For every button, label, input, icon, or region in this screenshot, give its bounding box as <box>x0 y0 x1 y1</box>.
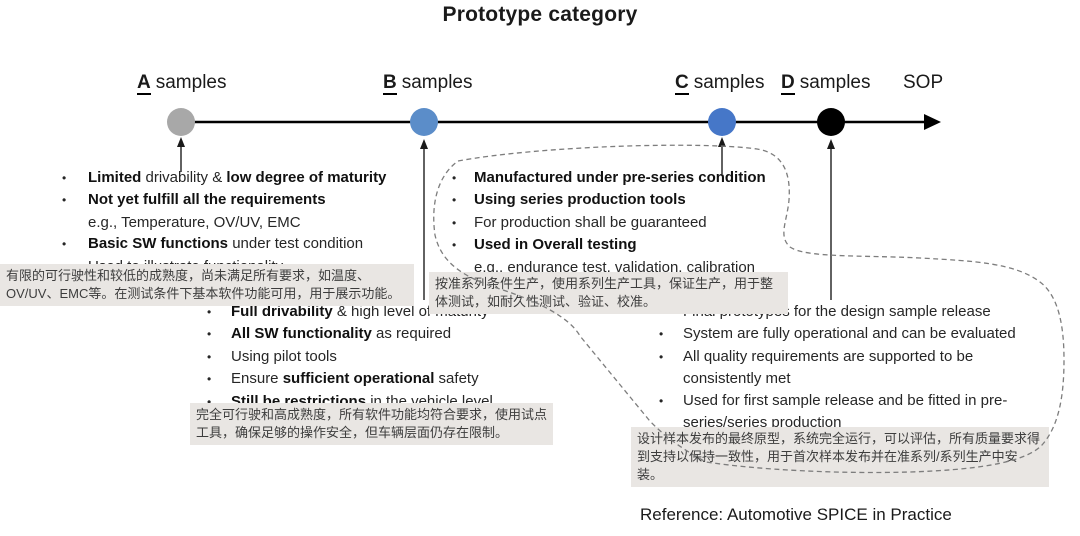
bullet-marker: • <box>62 171 67 185</box>
bullet-marker: • <box>207 394 212 409</box>
bullet-marker: • <box>207 372 212 387</box>
label-a-word: samples <box>155 72 227 93</box>
bullet-text: Manufactured under pre-series condition <box>474 169 766 186</box>
a-samples-bullets: • Limited drivability & low degree of mat… <box>62 167 434 278</box>
a-milestone-dot <box>167 108 195 136</box>
bullet-text: For production shall be guaranteed <box>474 213 707 231</box>
bullet-item: • For production shall be guaranteed <box>452 212 797 234</box>
bullet-item: • System are fully operational and can be… <box>659 323 1054 345</box>
note-b-chinese: 完全可行驶和高成熟度，所有软件功能均符合要求，使用试点工具，确保足够的操作安全，… <box>190 403 553 445</box>
b-pointer-arrowhead-icon <box>420 139 428 149</box>
d-pointer-arrowhead-icon <box>827 139 835 149</box>
bullet-item: • Used for first sample release and be fi… <box>659 390 1054 412</box>
timeline-arrowhead-icon <box>924 114 941 130</box>
bullet-item: • All quality requirements are supported … <box>659 346 1054 368</box>
d-milestone-dot <box>817 108 845 136</box>
bullet-text: Used for first sample release and be fit… <box>683 391 1008 409</box>
label-d-word: samples <box>799 72 871 93</box>
bullet-text: consistently met <box>683 370 791 388</box>
bullet-marker <box>62 212 76 233</box>
bullet-item: • Limited drivability & low degree of mat… <box>62 167 434 189</box>
bullet-item: • Used in Overall testing <box>452 234 797 256</box>
reference-text: Reference: Automotive SPICE in Practice <box>640 505 952 524</box>
bullet-text: System are fully operational and can be … <box>683 325 1016 343</box>
bullet-text: Using pilot tools <box>231 347 337 365</box>
bullet-marker: • <box>62 193 67 208</box>
bullet-item: e.g., Temperature, OV/UV, EMC <box>62 212 434 233</box>
note-d-chinese: 设计样本发布的最终原型，系统完全运行，可以评估，所有质量要求得到支持以保持一致性… <box>631 427 1049 487</box>
label-sop: SOP <box>903 72 944 93</box>
bullet-marker: • <box>207 349 212 364</box>
bullet-item: • Ensure sufficient operational safety <box>207 368 572 390</box>
bullet-item: • Using series production tools <box>452 189 797 211</box>
bullet-text: Used in Overall testing <box>474 236 637 254</box>
c-samples-bullets: • Manufactured under pre-series condition… <box>452 167 797 278</box>
c-milestone-dot <box>708 108 736 136</box>
c-pointer-arrowhead-icon <box>718 137 726 147</box>
label-b-letter: B <box>383 72 397 95</box>
label-c-word: samples <box>693 72 765 93</box>
bullet-text: Limited drivability & low degree of matu… <box>88 169 387 186</box>
bullet-marker: • <box>659 349 664 364</box>
bullet-marker: • <box>62 237 67 252</box>
bullet-marker: • <box>452 215 457 230</box>
bullet-item: • All SW functionality as required <box>207 323 572 345</box>
bullet-text: Ensure sufficient operational safety <box>231 370 479 388</box>
label-d-letter: D <box>781 72 795 95</box>
label-c-letter: C <box>675 72 689 95</box>
bullet-item: • Manufactured under pre-series condition <box>452 167 797 189</box>
bullet-marker <box>659 368 673 389</box>
label-a-letter: A <box>137 72 151 95</box>
page-title: Prototype category <box>442 3 638 26</box>
a-pointer-arrowhead-icon <box>177 137 185 147</box>
bullet-marker: • <box>452 238 457 253</box>
note-a-chinese: 有限的可行驶性和较低的成熟度，尚未满足所有要求，如温度、OV/UV、EMC等。在… <box>0 264 414 306</box>
bullet-item: • Using pilot tools <box>207 346 572 368</box>
d-samples-bullets: •Final prototypes for the design sample … <box>659 301 1054 433</box>
bullet-marker: • <box>452 171 457 185</box>
bullet-text: Using series production tools <box>474 191 686 209</box>
bullet-item: consistently met <box>659 368 1054 389</box>
note-c-chinese: 按准系列条件生产，使用系列生产工具，保证生产，用于整体测试，如耐久性测试、验证、… <box>429 272 788 314</box>
b-milestone-dot <box>410 108 438 136</box>
bullet-marker: • <box>207 327 212 342</box>
bullet-text: e.g., Temperature, OV/UV, EMC <box>88 213 301 231</box>
bullet-text: Basic SW functions under test condition <box>88 235 364 253</box>
bullet-marker: • <box>452 193 457 208</box>
bullet-marker: • <box>659 393 664 408</box>
bullet-item: • Not yet fulfill all the requirements <box>62 189 434 211</box>
bullet-text: Not yet fulfill all the requirements <box>88 191 326 209</box>
bullet-marker: • <box>659 327 664 342</box>
b-samples-bullets: •Full drivability & high level of maturi… <box>207 301 572 413</box>
bullet-text: All SW functionality as required <box>231 325 452 343</box>
label-b-word: samples <box>401 72 473 93</box>
bullet-marker: • <box>207 305 212 319</box>
bullet-text: All quality requirements are supported t… <box>683 347 974 365</box>
bullet-item: • Basic SW functions under test condition <box>62 233 434 255</box>
